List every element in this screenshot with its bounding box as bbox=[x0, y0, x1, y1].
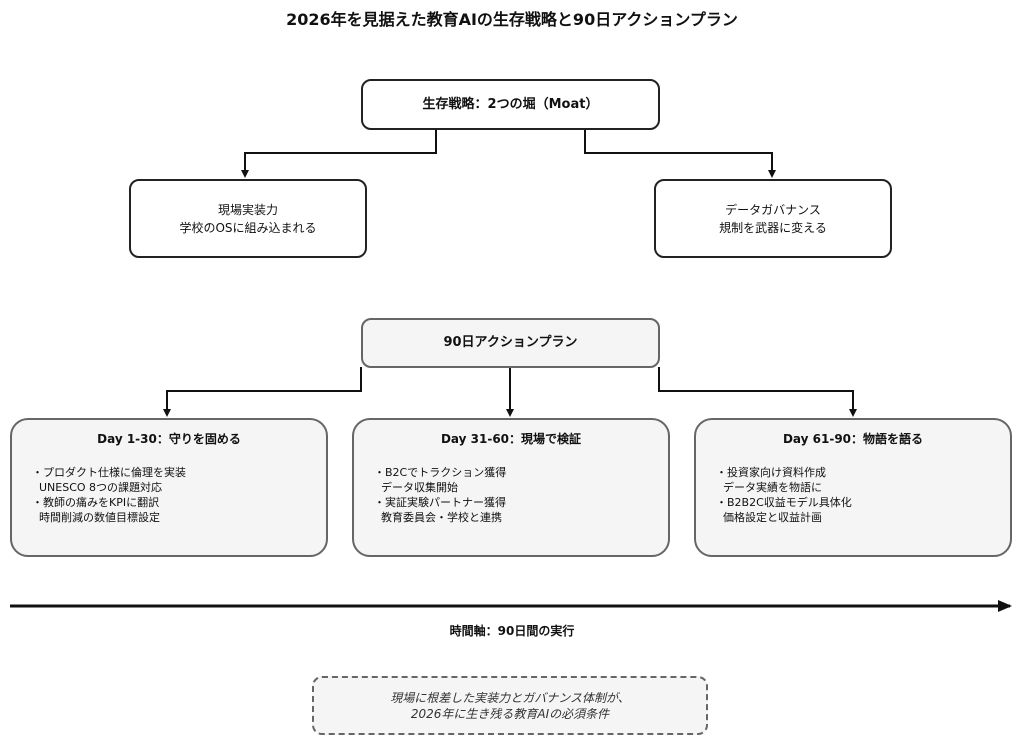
moat-title: 生存戦略：2つの堀（Moat） bbox=[422, 96, 599, 112]
phase-line: ・プロダクト仕様に倫理を実装 bbox=[32, 466, 186, 479]
phase-heading: Day 31-60：現場で検証 bbox=[440, 432, 582, 446]
phase-heading: Day 61-90：物語を語る bbox=[782, 432, 924, 446]
moat-box: 生存戦略：2つの堀（Moat） bbox=[361, 79, 660, 130]
phase-line: 教育委員会・学校と連携 bbox=[374, 511, 502, 524]
phase-line: ・B2Cでトラクション獲得 bbox=[374, 466, 507, 479]
conclusion-line1: 現場に根差した実装力とガバナンス体制が、 bbox=[390, 690, 630, 705]
moat-right-line1: データガバナンス bbox=[725, 202, 821, 217]
plan-title: 90日アクションプラン bbox=[443, 335, 578, 350]
timeline-label: 時間軸：90日間の実行 bbox=[449, 624, 575, 638]
moat-right-box: データガバナンス 規制を武器に変える bbox=[654, 179, 892, 258]
plan-box: 90日アクションプラン bbox=[361, 318, 660, 368]
connector-plan-phase1 bbox=[163, 367, 362, 417]
conclusion-box: 現場に根差した実装力とガバナンス体制が、 2026年に生き残る教育AIの必須条件 bbox=[312, 676, 708, 735]
moat-left-box: 現場実装力 学校のOSに組み込まれる bbox=[129, 179, 367, 258]
phase-line: 価格設定と収益計画 bbox=[716, 511, 822, 524]
phase-box-3: Day 61-90：物語を語る ・投資家向け資料作成 データ実績を物語に ・B2… bbox=[694, 418, 1012, 557]
connector-plan-phase3 bbox=[658, 367, 857, 417]
connector-moat-right bbox=[584, 129, 776, 178]
conclusion-line2: 2026年に生き残る教育AIの必須条件 bbox=[410, 706, 610, 721]
moat-right-line2: 規制を武器に変える bbox=[719, 220, 827, 235]
phase-line: ・実証実験パートナー獲得 bbox=[374, 496, 506, 509]
phase-line: ・投資家向け資料作成 bbox=[716, 466, 826, 479]
phase-box-2: Day 31-60：現場で検証 ・B2Cでトラクション獲得 データ収集開始 ・実… bbox=[352, 418, 670, 557]
phase-line: ・B2B2C収益モデル具体化 bbox=[716, 496, 852, 509]
connector-moat-left bbox=[241, 129, 437, 178]
moat-left-line1: 現場実装力 bbox=[217, 202, 278, 217]
phase-heading: Day 1-30：守りを固める bbox=[97, 432, 241, 446]
page-title: 2026年を見据えた教育AIの生存戦略と90日アクションプラン bbox=[286, 10, 738, 29]
phase-line: 時間削減の数値目標設定 bbox=[32, 511, 160, 524]
phase-line: UNESCO 8つの課題対応 bbox=[32, 481, 163, 494]
moat-left-line2: 学校のOSに組み込まれる bbox=[179, 220, 317, 235]
phase-line: ・教師の痛みをKPIに翻訳 bbox=[32, 496, 160, 509]
phase-line: データ収集開始 bbox=[374, 481, 458, 494]
phase-line: データ実績を物語に bbox=[716, 481, 822, 494]
phase-box-1: Day 1-30：守りを固める ・プロダクト仕様に倫理を実装 UNESCO 8つ… bbox=[10, 418, 328, 557]
